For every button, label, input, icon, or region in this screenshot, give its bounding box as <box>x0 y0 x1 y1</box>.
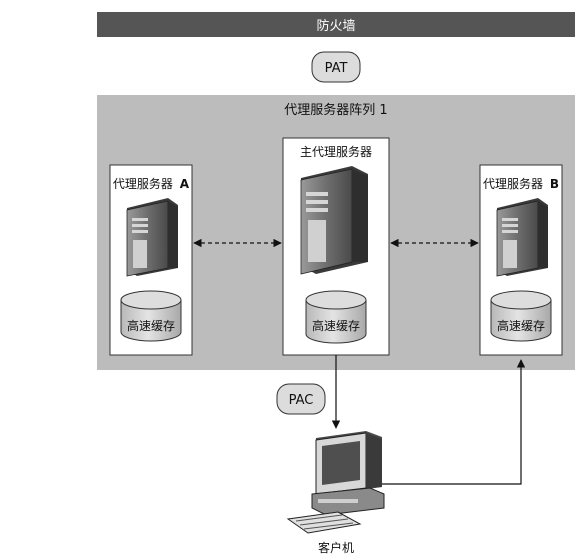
server-a-suffix: A <box>180 177 190 191</box>
main-server-cache-label: 高速缓存 <box>312 318 360 333</box>
main-proxy-server: 主代理服务器 高速缓存 <box>282 137 390 356</box>
pat-pill <box>311 51 361 83</box>
proxy-server-a: 代理服务器 A 高速缓存 <box>109 164 193 356</box>
firewall-bar <box>97 12 575 37</box>
svg-text:代理服务器 A: 代理服务器 A <box>113 176 190 191</box>
pat-label: PAT <box>325 61 348 76</box>
pac-label: PAC <box>289 393 314 408</box>
server-a-cache-label: 高速缓存 <box>127 318 175 333</box>
server-b-cache-label: 高速缓存 <box>497 318 545 333</box>
server-b-label: 代理服务器 <box>483 176 543 191</box>
pac-pill <box>276 383 326 415</box>
proxy-array-label: 代理服务器阵列 1 <box>284 102 387 118</box>
main-server-label: 主代理服务器 <box>300 144 372 159</box>
server-a-cache-icon <box>120 290 182 342</box>
server-a-tower-icon <box>126 198 178 277</box>
main-server-tower-icon <box>300 166 368 275</box>
server-a-label: 代理服务器 <box>113 176 173 191</box>
client-computer-icon <box>286 431 385 534</box>
client-to-server-b-arrow <box>382 359 526 485</box>
svg-text:代理服务器 B: 代理服务器 B <box>483 176 559 191</box>
server-b-suffix: B <box>550 177 559 191</box>
server-b-cache-icon <box>490 290 552 342</box>
server-b-tower-icon <box>496 198 548 277</box>
proxy-server-b: 代理服务器 B 高速缓存 <box>479 164 563 356</box>
firewall-label: 防火墙 <box>316 18 355 34</box>
main-server-cache-icon <box>305 290 367 344</box>
client-label: 客户机 <box>318 540 354 555</box>
